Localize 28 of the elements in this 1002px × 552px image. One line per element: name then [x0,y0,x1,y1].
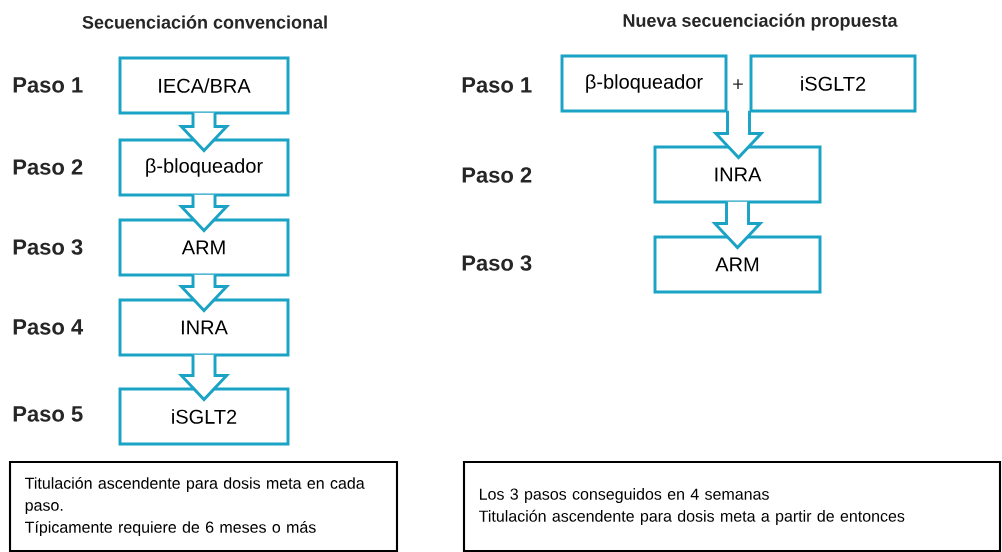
note-box: Los 3 pasos conseguidos en 4 semanas Titulación ascendente para dosis meta a partir de entonces [462,460,1002,552]
drug-box: INRA [653,145,822,204]
drug-box: iSGLT2 [118,387,290,446]
plus-sign: + [733,79,743,89]
column-heading: Secuenciación convencional [82,15,327,29]
step-label: Paso 5 [13,406,83,422]
column-heading: Nueva secuenciación propuesta [623,13,898,31]
step-label: Paso 1 [462,77,532,93]
step-label: Paso 1 [13,77,83,93]
drug-box: β-bloqueador [118,138,290,197]
block-arrow [177,193,231,233]
block-arrow [177,353,231,402]
drug-box: INRA [118,298,290,357]
drug-box: ARM [653,235,822,294]
note-box: Titulación ascendente para dosis meta en cada paso. Típicamente requiere de 6 meses o más [8,460,399,552]
drug-box: iSGLT2 [749,54,917,113]
block-arrow [177,273,231,313]
step-label: Paso 3 [13,239,83,255]
drug-box: β-bloqueador [560,54,728,113]
step-label: Paso 2 [13,159,83,175]
block-arrow [711,200,764,250]
block-arrow [712,109,765,160]
drug-box: IECA/BRA [118,56,290,115]
block-arrow [177,111,231,153]
drug-box: ARM [118,218,290,277]
step-label: Paso 4 [13,319,84,335]
step-label: Paso 3 [462,255,532,271]
step-label: Paso 2 [462,167,532,183]
